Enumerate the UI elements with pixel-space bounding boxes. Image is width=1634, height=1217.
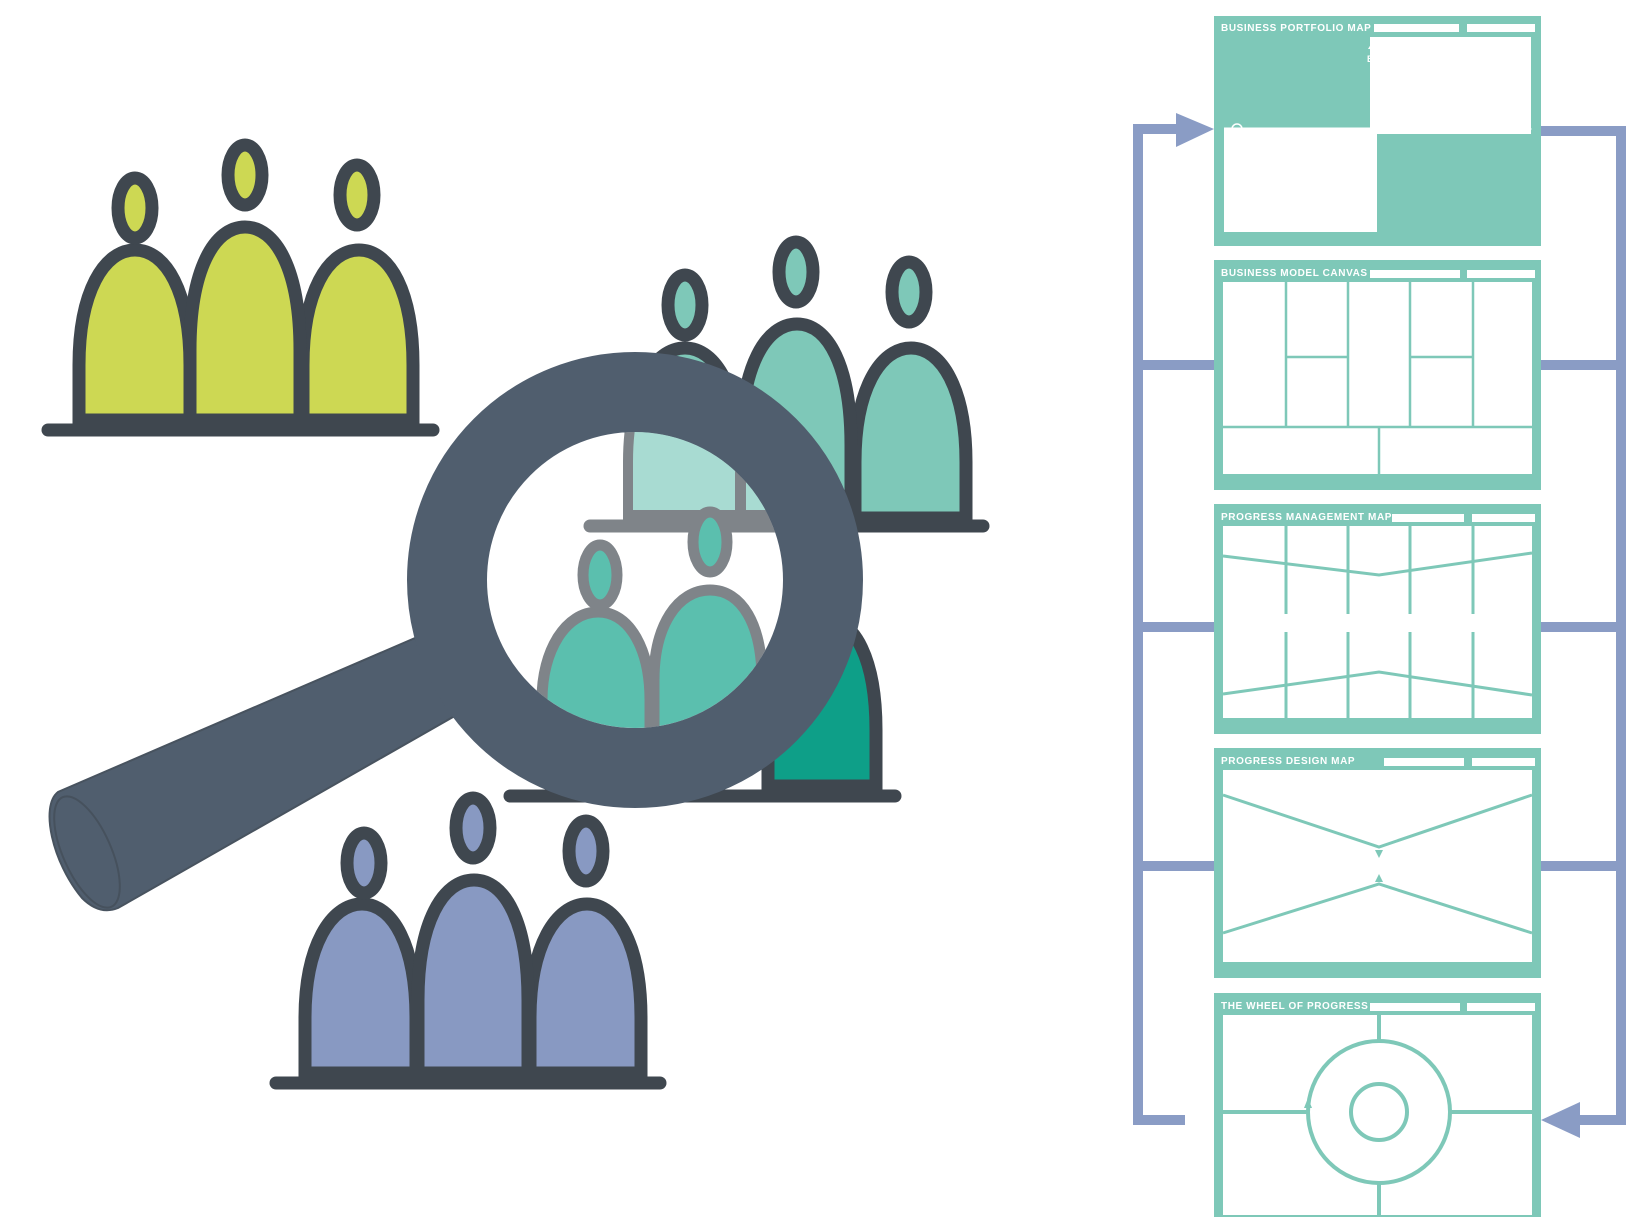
magnifying-glass-icon	[48, 352, 863, 912]
canvas-title: BUSINESS PORTFOLIO MAP	[1221, 23, 1371, 34]
person-icon	[183, 138, 307, 427]
magnified-person-icon	[536, 539, 656, 728]
person-icon	[848, 255, 973, 525]
person-icon	[523, 814, 648, 1080]
canvas-title: THE WHEEL OF PROGRESS	[1221, 1001, 1368, 1012]
canvas-business-model-canvas: BUSINESS MODEL CANVAS	[1214, 260, 1541, 490]
process-loop-connector	[1133, 124, 1626, 1125]
canvas-wheel-of-progress: THE WHEEL OF PROGRESS	[1214, 993, 1541, 1217]
person-icon	[298, 826, 423, 1080]
arrow-right-icon	[1176, 113, 1214, 147]
canvas-title: BUSINESS MODEL CANVAS	[1221, 268, 1368, 279]
arrow-left-icon	[1541, 1102, 1580, 1138]
canvas-title: PROGRESS MANAGEMENT MAP	[1221, 512, 1392, 523]
canvas-progress-design-map: PROGRESS DESIGN MAP	[1214, 748, 1541, 978]
svg-text:B: B	[1367, 54, 1374, 64]
canvas-progress-management-map: PROGRESS MANAGEMENT MAP	[1214, 504, 1541, 734]
lavender-people-group	[269, 791, 667, 1090]
canvas-title: PROGRESS DESIGN MAP	[1221, 756, 1355, 767]
person-icon	[296, 158, 420, 427]
canvas-business-portfolio-map: B BUSINESS PORTFOLIO MAP	[1214, 16, 1541, 246]
lime-people-group	[41, 138, 440, 437]
person-icon	[411, 791, 535, 1080]
person-icon	[72, 171, 197, 427]
